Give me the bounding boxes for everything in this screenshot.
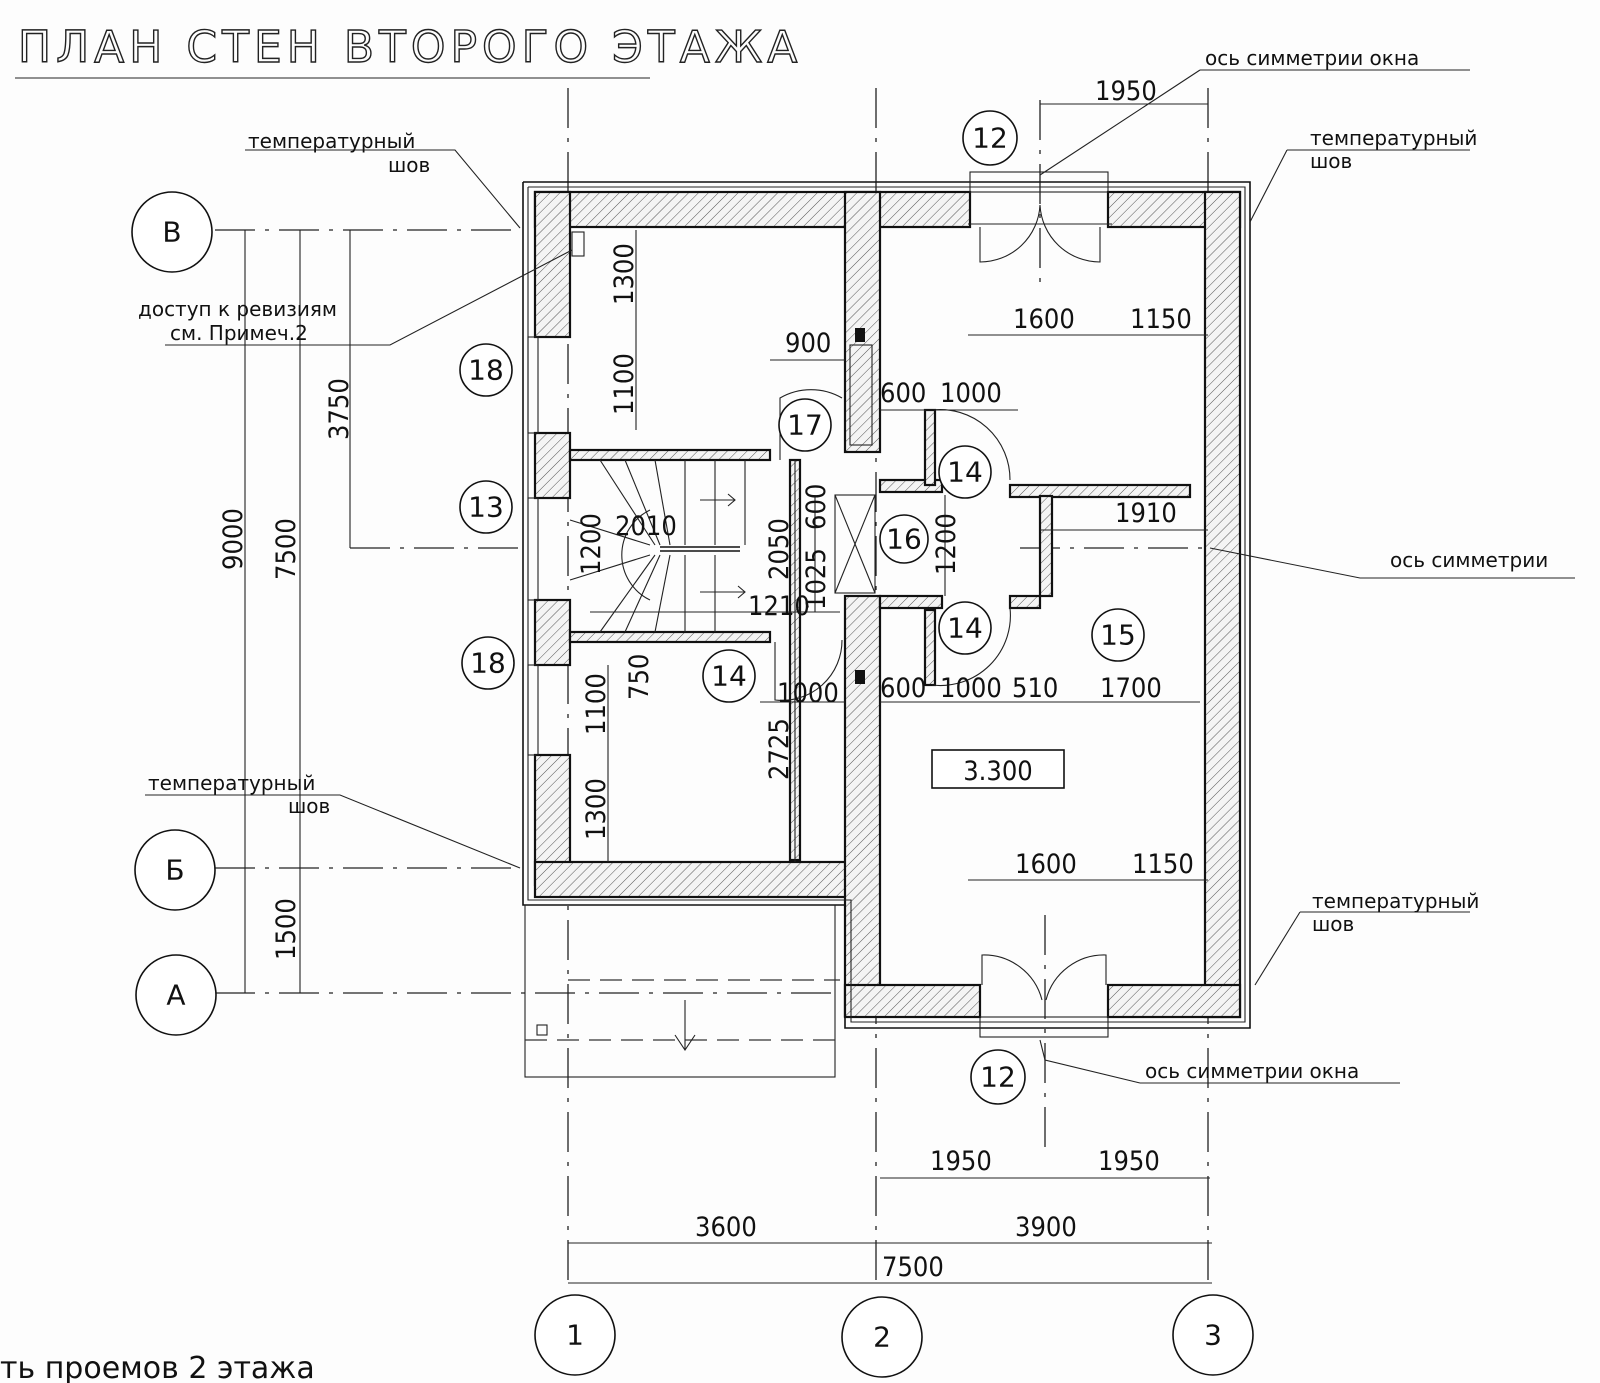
svg-text:7500: 7500 — [882, 1252, 944, 1283]
svg-text:1200: 1200 — [576, 513, 607, 575]
svg-text:14: 14 — [947, 456, 983, 489]
axis-col-label: 1 — [566, 1319, 584, 1352]
svg-text:3900: 3900 — [1015, 1212, 1077, 1243]
svg-text:1950: 1950 — [1095, 76, 1157, 107]
opening-markers: 12 12 18 13 18 17 14 14 14 16 15 — [459, 110, 1145, 1105]
svg-text:1000: 1000 — [777, 678, 839, 709]
vent-ducts — [571, 231, 873, 684]
svg-text:17: 17 — [787, 409, 823, 442]
access-note: см. Примеч.2 — [170, 321, 308, 345]
svg-text:3.300: 3.300 — [963, 756, 1033, 787]
text-labels: температурный шов температурный шов темп… — [0, 46, 1548, 1383]
svg-text:2725: 2725 — [764, 718, 795, 780]
staircase — [569, 459, 746, 633]
bottom-door — [979, 954, 1109, 1038]
svg-text:3600: 3600 — [695, 1212, 757, 1243]
svg-text:12: 12 — [972, 122, 1008, 155]
axis-bubbles: В Б А 1 2 3 — [131, 191, 1254, 1378]
svg-text:7500: 7500 — [271, 518, 302, 580]
svg-text:9000: 9000 — [218, 508, 249, 570]
plan-title: ПЛАН СТЕН ВТОРОГО ЭТАЖА — [18, 22, 802, 73]
svg-text:1100: 1100 — [609, 353, 640, 415]
svg-text:16: 16 — [886, 523, 922, 556]
svg-text:18: 18 — [468, 354, 504, 387]
svg-text:18: 18 — [470, 647, 506, 680]
dimension-lines — [145, 69, 1575, 1284]
temp-joint-label: температурный — [248, 129, 415, 153]
svg-text:600: 600 — [880, 378, 926, 409]
temp-joint-label: шов — [388, 153, 430, 177]
svg-text:2010: 2010 — [615, 511, 677, 542]
svg-text:15: 15 — [1100, 619, 1136, 652]
svg-text:600: 600 — [880, 673, 926, 704]
axis-col-label: 2 — [873, 1321, 891, 1354]
svg-text:1300: 1300 — [581, 778, 612, 840]
svg-text:14: 14 — [947, 612, 983, 645]
temp-joint-label: температурный — [1310, 126, 1477, 150]
svg-text:13: 13 — [468, 491, 504, 524]
svg-text:600: 600 — [801, 484, 832, 530]
svg-text:1000: 1000 — [940, 378, 1002, 409]
svg-text:1000: 1000 — [940, 673, 1002, 704]
access-note: доступ к ревизиям — [138, 297, 337, 321]
top-door — [968, 171, 1112, 263]
temp-joint-label: шов — [288, 794, 330, 818]
shaft — [834, 494, 876, 594]
svg-text:3750: 3750 — [324, 378, 355, 440]
svg-text:1600: 1600 — [1013, 304, 1075, 335]
svg-text:1025: 1025 — [801, 548, 832, 610]
svg-text:1210: 1210 — [748, 591, 810, 622]
svg-text:1300: 1300 — [609, 243, 640, 305]
svg-text:1100: 1100 — [581, 673, 612, 735]
svg-text:1200: 1200 — [931, 513, 962, 575]
axis-row-label: А — [166, 979, 185, 1012]
temp-joint-label: температурный — [148, 771, 315, 795]
dimension-values: 1950 1600 1150 900 600 1000 1910 2010 12… — [218, 76, 1194, 1283]
footer-text: ть проемов 2 этажа — [0, 1351, 315, 1383]
svg-text:1150: 1150 — [1132, 849, 1194, 880]
svg-text:12: 12 — [980, 1061, 1016, 1094]
svg-text:1150: 1150 — [1130, 304, 1192, 335]
temp-joint-label: шов — [1312, 912, 1354, 936]
svg-text:1500: 1500 — [271, 898, 302, 960]
insulation-lines — [522, 181, 1251, 1078]
svg-text:1950: 1950 — [930, 1146, 992, 1177]
temp-joint-label: температурный — [1312, 889, 1479, 913]
svg-text:900: 900 — [785, 328, 831, 359]
svg-text:510: 510 — [1012, 673, 1058, 704]
terrace — [525, 979, 840, 1051]
symmetry-axis-label: ось симметрии — [1390, 548, 1548, 572]
window-axis-label: ось симметрии окна — [1145, 1059, 1359, 1083]
svg-text:1700: 1700 — [1100, 673, 1162, 704]
axis-col-label: 3 — [1204, 1319, 1222, 1352]
elevation-mark: 3.300 — [931, 749, 1065, 789]
axis-row-label: В — [162, 216, 181, 249]
svg-text:1600: 1600 — [1015, 849, 1077, 880]
axis-row-label: Б — [165, 854, 184, 887]
svg-text:1910: 1910 — [1115, 498, 1177, 529]
svg-text:14: 14 — [711, 660, 747, 693]
svg-text:750: 750 — [624, 654, 655, 700]
svg-text:2050: 2050 — [764, 518, 795, 580]
temp-joint-label: шов — [1310, 149, 1352, 173]
svg-text:1950: 1950 — [1098, 1146, 1160, 1177]
left-windows — [527, 336, 539, 756]
window-axis-label: ось симметрии окна — [1205, 46, 1419, 70]
